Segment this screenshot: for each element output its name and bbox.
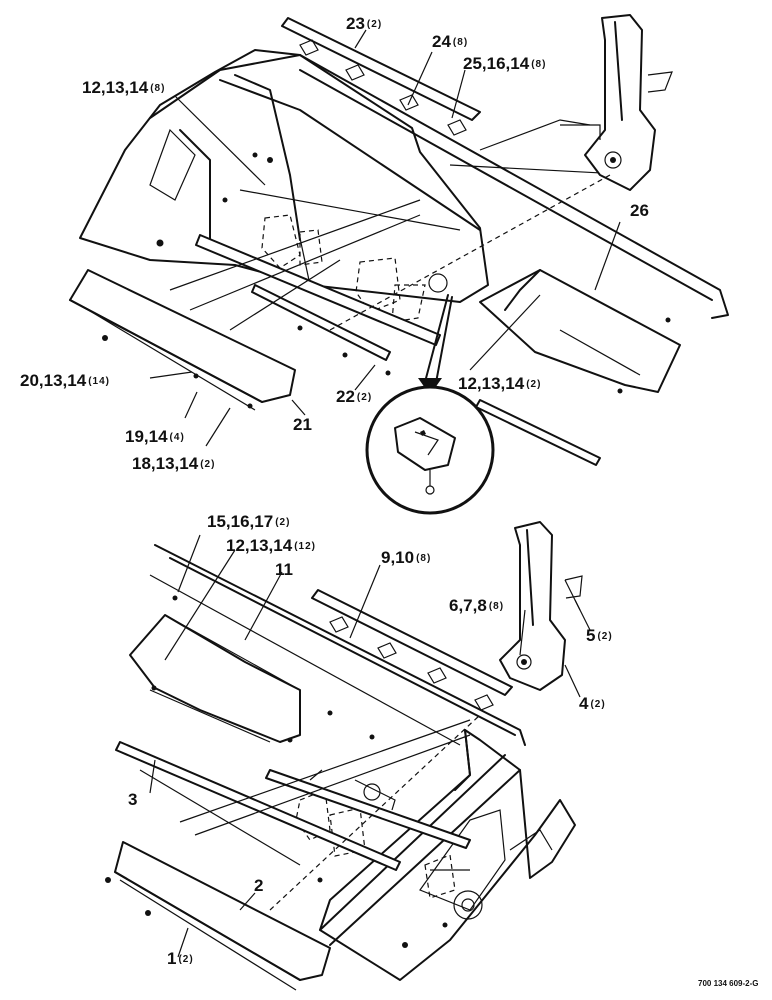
upper-assembly: [69, 14, 729, 515]
callout-12-13-14-detail: 12,13,14(2): [458, 374, 542, 393]
cross-beam-22: [195, 234, 441, 346]
callout-1: 1(2): [167, 949, 194, 968]
callout-25-16-14: 25,16,14(8): [463, 54, 547, 73]
callout-2: 2: [254, 876, 264, 895]
front-rail-upper: [69, 269, 296, 403]
callout-11: 11: [275, 560, 293, 579]
callout-19-14: 19,14(4): [125, 427, 185, 446]
callout-20-13-14: 20,13,14(14): [20, 371, 110, 390]
callout-18-13-14: 18,13,14(2): [132, 454, 216, 473]
callout-15-16-17: 15,16,17(2): [207, 512, 291, 531]
callout-24: 24(8): [432, 32, 469, 51]
rail-3: [115, 741, 401, 871]
callout-22: 22(2): [336, 387, 373, 406]
strap-23: [281, 17, 481, 121]
figure-part-number: 700 134 609-2-G: [698, 979, 759, 988]
callout-23: 23(2): [346, 14, 383, 33]
lower-header-body: [319, 729, 576, 981]
callout-9-10: 9,10(8): [381, 548, 432, 567]
front-rail-lower: [114, 841, 331, 981]
callout-26: 26: [630, 201, 649, 220]
lower-assembly: [105, 521, 583, 991]
strap-9: [311, 589, 513, 696]
callout-6-7-8: 6,7,8(8): [449, 596, 505, 615]
callout-4: 4(2): [579, 694, 606, 713]
callout-5: 5(2): [586, 626, 613, 645]
callout-3: 3: [128, 790, 138, 809]
panel-11: [129, 614, 301, 743]
callout-21: 21: [293, 415, 312, 434]
cross-beam-lower: [265, 769, 471, 849]
callout-12-13-14-upper-left: 12,13,14(8): [82, 78, 166, 97]
callout-12-13-14-lower: 12,13,14(12): [226, 536, 316, 555]
leader-lines: [149, 29, 621, 958]
